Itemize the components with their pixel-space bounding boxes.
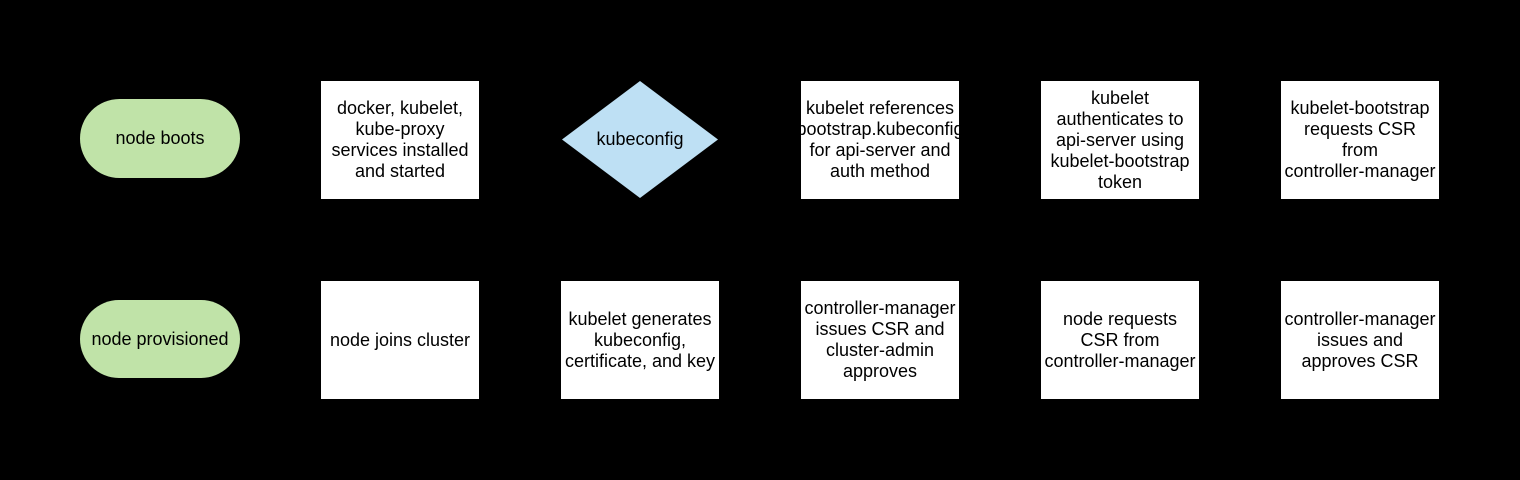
process-kubelet-generates-kubeconfig: kubelet generates kubeconfig, certificat… xyxy=(561,281,719,399)
process-services-installed: docker, kubelet, kube-proxy services ins… xyxy=(321,81,479,199)
process-controller-manager-issues-and-approves-csr: controller-manager issues and approves C… xyxy=(1281,281,1439,399)
process-kubelet-references-bootstrap-kubeconfig: kubelet references bootstrap.kubeconfig … xyxy=(796,81,964,199)
process-node-joins-cluster: node joins cluster xyxy=(321,281,479,399)
process-kubelet-bootstrap-requests-csr: kubelet-bootstrap requests CSR from cont… xyxy=(1281,81,1439,199)
terminator-node-boots: node boots xyxy=(80,99,240,178)
process-node-requests-csr: node requests CSR from controller-manage… xyxy=(1041,281,1199,399)
decision-kubeconfig: kubeconfig xyxy=(562,81,718,198)
process-kubelet-authenticates: kubelet authenticates to api-server usin… xyxy=(1041,81,1199,199)
process-controller-manager-issues-csr-cluster-admin-approves: controller-manager issues CSR and cluste… xyxy=(801,281,959,399)
terminator-node-provisioned: node provisioned xyxy=(80,300,240,378)
